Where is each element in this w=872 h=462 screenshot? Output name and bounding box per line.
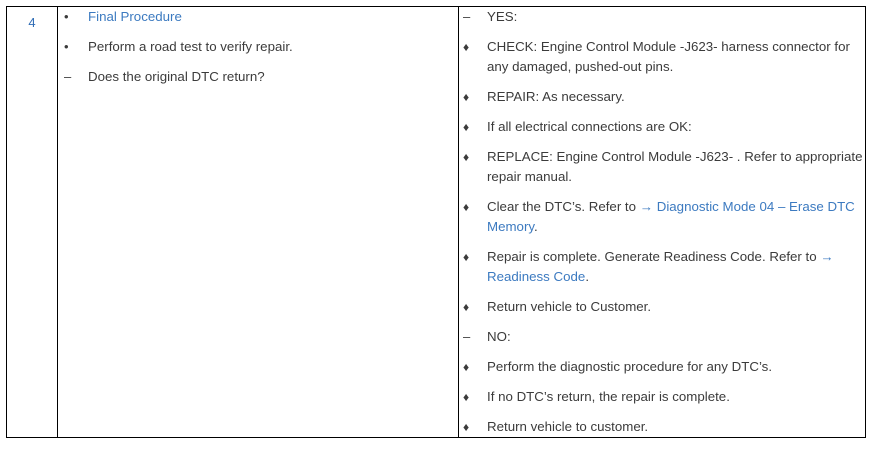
result-text: NO:: [487, 329, 511, 344]
result-text: REPAIR: As necessary.: [487, 89, 625, 104]
result-item: ♦ REPAIR: As necessary.: [459, 87, 865, 107]
result-text: Return vehicle to customer.: [487, 419, 649, 434]
result-item: ♦ If no DTC’s return, the repair is compl…: [459, 387, 865, 407]
diamond-marker-icon: ♦: [463, 120, 470, 134]
result-item: ♦ Return vehicle to Customer.: [459, 297, 865, 317]
action-item-list: • Final Procedure • Perform a road test to …: [58, 7, 458, 87]
result-text: Repair is complete. Generate Readiness C…: [487, 249, 821, 264]
dash-marker-icon: –: [463, 329, 471, 344]
diamond-marker-icon: ♦: [463, 250, 470, 264]
action-item: • Perform a road test to verify repair.: [58, 37, 458, 57]
result-item: ♦ If all electrical connections are OK:: [459, 117, 865, 137]
dash-marker-icon: –: [463, 9, 471, 24]
dash-marker-icon: –: [64, 69, 72, 84]
result-item: – NO:: [459, 327, 865, 347]
step-number-cell: 4: [6, 6, 58, 438]
diamond-marker-icon: ♦: [463, 420, 470, 434]
result-item: ♦ Clear the DTC’s. Refer to → Diagnostic …: [459, 197, 865, 237]
result-text: YES:: [487, 9, 518, 24]
result-text: If all electrical connections are OK:: [487, 119, 692, 134]
result-item: ♦ Repair is complete. Generate Readiness …: [459, 247, 865, 287]
result-cell: – YES: ♦ CHECK: Engine Control Module -J623…: [458, 6, 866, 438]
result-item: ♦ Perform the diagnostic procedure for an…: [459, 357, 865, 377]
action-cell: • Final Procedure • Perform a road test to …: [57, 6, 459, 438]
table-row: 4 • Final Procedure • Perform a road test t…: [6, 6, 866, 438]
result-text: Return vehicle to Customer.: [487, 299, 652, 314]
diamond-marker-icon: ♦: [463, 90, 470, 104]
result-text: REPLACE: Engine Control Module -J623- . …: [487, 149, 863, 184]
action-text: Does the original DTC return?: [88, 69, 265, 84]
bullet-marker-icon: •: [64, 9, 69, 24]
result-text-suffix: .: [534, 219, 538, 234]
result-text: Perform the diagnostic procedure for any…: [487, 359, 773, 374]
result-text: If no DTC’s return, the repair is comple…: [487, 389, 730, 404]
result-item: ♦ CHECK: Engine Control Module -J623- har…: [459, 37, 865, 77]
result-text: CHECK: Engine Control Module -J623- harn…: [487, 39, 850, 74]
diamond-marker-icon: ♦: [463, 150, 470, 164]
result-cross-reference-link[interactable]: → Readiness Code: [487, 249, 834, 284]
diagnostic-procedure-table: 4 • Final Procedure • Perform a road test t…: [6, 6, 866, 438]
result-item: ♦ Return vehicle to customer.: [459, 417, 865, 437]
action-link[interactable]: Final Procedure: [88, 9, 182, 24]
diamond-marker-icon: ♦: [463, 200, 470, 214]
diamond-marker-icon: ♦: [463, 360, 470, 374]
bullet-marker-icon: •: [64, 39, 69, 54]
action-item: – Does the original DTC return?: [58, 67, 458, 87]
result-item: – YES:: [459, 7, 865, 27]
action-text: Perform a road test to verify repair.: [88, 39, 293, 54]
diamond-marker-icon: ♦: [463, 40, 470, 54]
result-item-list: – YES: ♦ CHECK: Engine Control Module -J623…: [459, 7, 865, 437]
action-item: • Final Procedure: [58, 7, 458, 27]
result-cross-reference-link[interactable]: → Diagnostic Mode 04 – Erase DTC Memory: [487, 199, 855, 234]
result-text-suffix: .: [585, 269, 590, 284]
diamond-marker-icon: ♦: [463, 390, 470, 404]
result-item: ♦ REPLACE: Engine Control Module -J623- .…: [459, 147, 865, 187]
result-text: Clear the DTC’s. Refer to: [487, 199, 640, 214]
step-number: 4: [28, 15, 36, 30]
diamond-marker-icon: ♦: [463, 300, 470, 314]
